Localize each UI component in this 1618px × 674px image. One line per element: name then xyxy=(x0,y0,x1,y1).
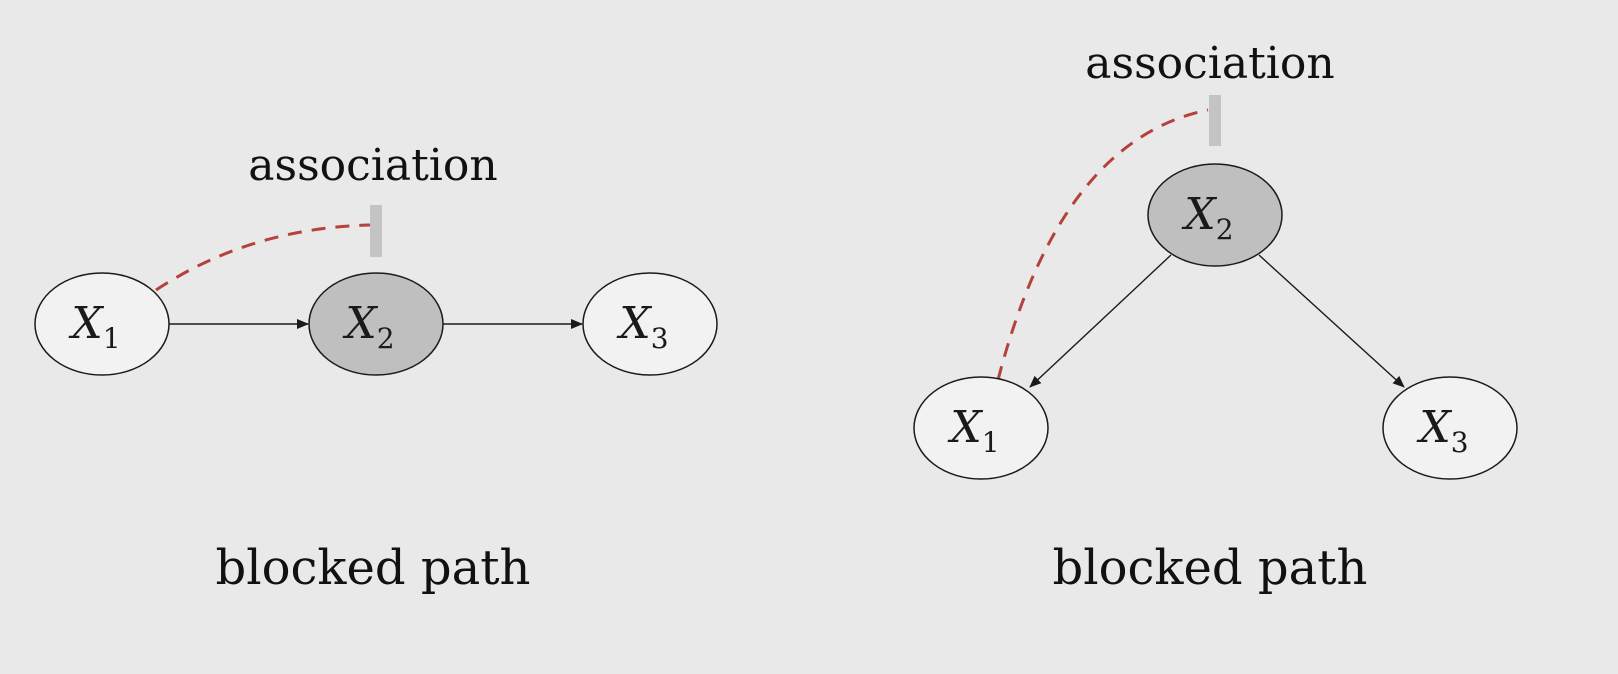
right-edge-x2-x1 xyxy=(1029,254,1172,388)
left-node-x1-label: X1 xyxy=(68,298,120,355)
right-node-x1-shape xyxy=(913,376,1049,480)
right-node-x2-label: X2 xyxy=(1181,189,1233,246)
right-caption: blocked path xyxy=(1053,540,1368,596)
left-caption: blocked path xyxy=(216,540,531,596)
right-association-line xyxy=(996,108,1209,381)
left-association-label: association xyxy=(248,140,497,191)
left-association-line xyxy=(155,223,371,292)
right-node-x3-label: X3 xyxy=(1416,402,1468,459)
left-node-x1-shape xyxy=(34,272,170,376)
right-node-x3-shape xyxy=(1382,376,1518,480)
left-node-x2-label: X2 xyxy=(342,298,394,355)
left-node-x2-shape xyxy=(308,272,444,376)
left-diagram: association X1 X2 X3 blocked xyxy=(34,140,718,596)
right-association-label: association xyxy=(1085,38,1334,89)
left-node-x1: X1 xyxy=(34,272,170,376)
right-node-x2-shape xyxy=(1147,163,1283,267)
right-node-x2: X2 xyxy=(1147,163,1283,267)
right-node-x1-label: X1 xyxy=(947,402,999,459)
right-edge-x2-x3 xyxy=(1258,254,1405,388)
left-node-x2: X2 xyxy=(308,272,444,376)
left-node-x3-shape xyxy=(582,272,718,376)
right-node-x1: X1 xyxy=(913,376,1049,480)
right-node-x3: X3 xyxy=(1382,376,1518,480)
left-node-x3: X3 xyxy=(582,272,718,376)
left-node-x3-label: X3 xyxy=(616,298,668,355)
right-diagram: association X2 X1 X3 blocked xyxy=(913,38,1518,596)
